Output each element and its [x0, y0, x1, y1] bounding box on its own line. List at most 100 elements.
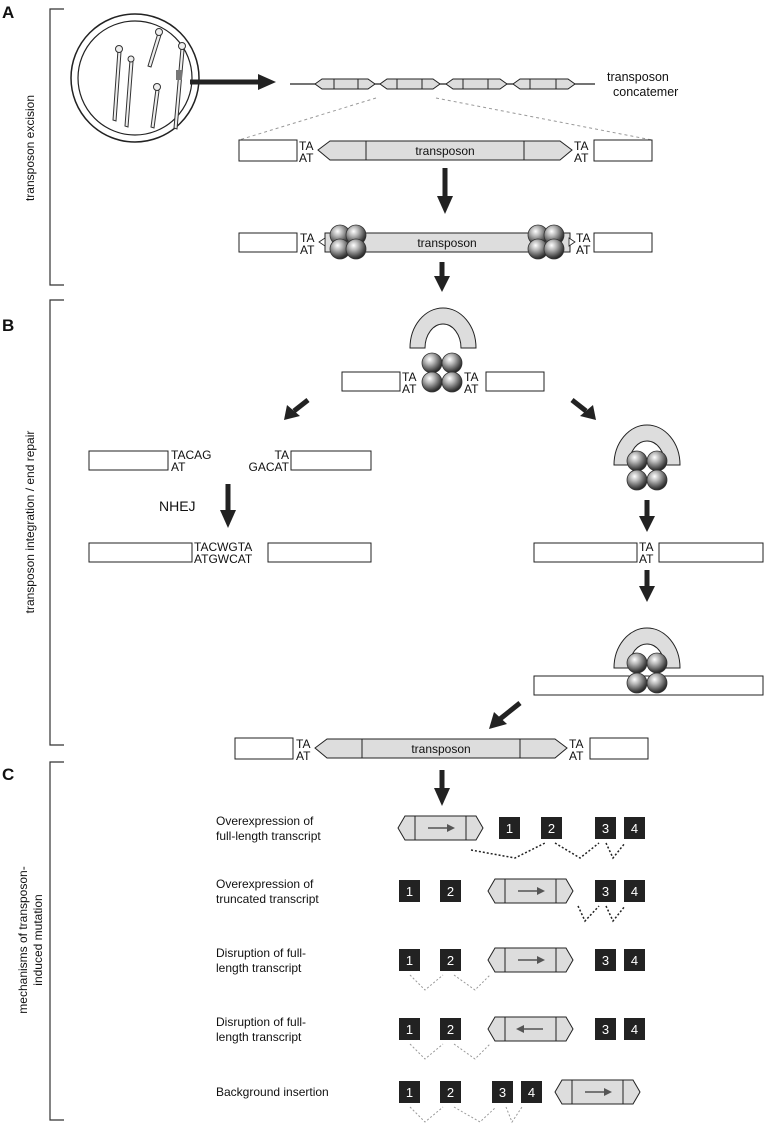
exon-number: 4 — [631, 1022, 638, 1037]
panel-bracket-c — [49, 761, 64, 1121]
panel-label-c-line1: mechanisms of transposon- — [16, 866, 30, 1013]
broken-end-right-top: TA — [275, 448, 289, 462]
splice-junction-line — [409, 974, 444, 991]
exon-number: 3 — [602, 884, 609, 899]
exon-box — [541, 817, 562, 839]
exon-number: 1 — [406, 953, 413, 968]
mechanism-label-line1: Background insertion — [216, 1085, 329, 1099]
at-right-row2: AT — [576, 243, 591, 257]
excised-transposon-loop — [409, 307, 477, 393]
panel-bracket-a — [49, 8, 64, 286]
splice-junction-line — [453, 1106, 497, 1123]
at-left-excised: AT — [402, 382, 417, 396]
at-left-integrated: AT — [296, 749, 311, 763]
panel-letter-b: B — [2, 316, 14, 335]
at-left-row1: AT — [299, 151, 314, 165]
transposon-label-integrated: transposon — [411, 742, 470, 756]
arrow-head-icon — [447, 824, 455, 832]
splice-junction-line — [453, 1043, 491, 1060]
arrow-down-2 — [434, 262, 450, 292]
exon-number: 4 — [528, 1085, 535, 1100]
transposon-label-row2: transposon — [417, 236, 476, 250]
exon-number: 3 — [499, 1085, 506, 1100]
exon-box — [624, 880, 645, 902]
arrow-dish-to-concatemer — [190, 74, 276, 90]
ta-left-row2: TA — [300, 231, 314, 245]
splice-junction-line — [605, 842, 626, 860]
exon-number: 4 — [631, 821, 638, 836]
exon-box — [624, 1018, 645, 1040]
exon-box — [595, 1018, 616, 1040]
transposase-beads-left — [329, 224, 367, 260]
splice-junction-line — [453, 974, 491, 991]
integrated-transposon-row — [234, 737, 649, 760]
exon-box — [399, 880, 420, 902]
ta-right-row2: TA — [576, 231, 590, 245]
splice-junction-line — [605, 905, 626, 923]
panel-label-b: transposon integration / end repair — [23, 431, 37, 614]
zoom-line-left — [238, 97, 377, 141]
exon-number: 3 — [602, 821, 609, 836]
panel-letter-c: C — [2, 765, 14, 784]
exon-box — [399, 1081, 420, 1103]
zoom-line-right — [435, 97, 653, 141]
seedlings-icon — [112, 28, 186, 130]
exon-number: 4 — [631, 884, 638, 899]
mechanism-label-line2: length transcript — [216, 1030, 302, 1044]
arrow-head-icon — [537, 956, 545, 964]
exon-number: 1 — [406, 884, 413, 899]
panel-label-a: transposon excision — [23, 95, 37, 201]
exon-box — [492, 1081, 513, 1103]
exon-box — [440, 1081, 461, 1103]
arrow-down-right-2 — [639, 570, 655, 602]
arrow-head-icon — [604, 1088, 612, 1096]
exon-number: 2 — [447, 1085, 454, 1100]
genome-row-1 — [238, 139, 653, 162]
exon-number: 1 — [406, 1085, 413, 1100]
panel-letter-a: A — [2, 3, 14, 22]
target-site-row — [533, 542, 764, 563]
ta-right-integrated: TA — [569, 737, 583, 751]
at-target: AT — [639, 552, 654, 566]
panel-bracket-b — [49, 299, 64, 746]
exon-box — [399, 1018, 420, 1040]
splice-junction-line — [470, 842, 546, 859]
transposon-docking-complex — [533, 627, 764, 696]
exon-number: 3 — [602, 1022, 609, 1037]
nhej-repaired-row — [88, 542, 372, 563]
exon-number: 1 — [506, 821, 513, 836]
broken-end-right-bottom: GACAT — [249, 460, 290, 474]
mechanism-label-line2: full-length transcript — [216, 829, 321, 843]
arrow-down-1 — [437, 168, 453, 214]
at-right-integrated: AT — [569, 749, 584, 763]
ta-target: TA — [639, 540, 653, 554]
exon-box — [624, 817, 645, 839]
exon-number: 2 — [447, 884, 454, 899]
ta-left-row1: TA — [299, 139, 313, 153]
broken-end-left-bottom: AT — [171, 460, 186, 474]
exon-box — [595, 880, 616, 902]
ta-right-excised: TA — [464, 370, 478, 384]
at-right-row1: AT — [574, 151, 589, 165]
transposase-beads-right — [527, 224, 565, 260]
splice-junction-line — [505, 1106, 523, 1124]
exon-number: 2 — [548, 821, 555, 836]
mechanism-label-line2: length transcript — [216, 961, 302, 975]
exon-number: 2 — [447, 953, 454, 968]
mechanism-label-line1: Overexpression of — [216, 877, 314, 891]
arrow-diag-left — [284, 398, 310, 420]
petri-dish — [70, 13, 200, 143]
exon-number: 1 — [406, 1022, 413, 1037]
at-left-row2: AT — [300, 243, 315, 257]
exon-box — [440, 949, 461, 971]
arrow-down-right-1 — [639, 500, 655, 532]
genome-row-2 — [238, 232, 653, 253]
at-right-excised: AT — [464, 382, 479, 396]
exon-box — [521, 1081, 542, 1103]
exon-box — [595, 949, 616, 971]
mechanism-label-line1: Overexpression of — [216, 814, 314, 828]
nhej-joined-bottom: ATGWCAT — [194, 552, 253, 566]
exon-box — [440, 880, 461, 902]
